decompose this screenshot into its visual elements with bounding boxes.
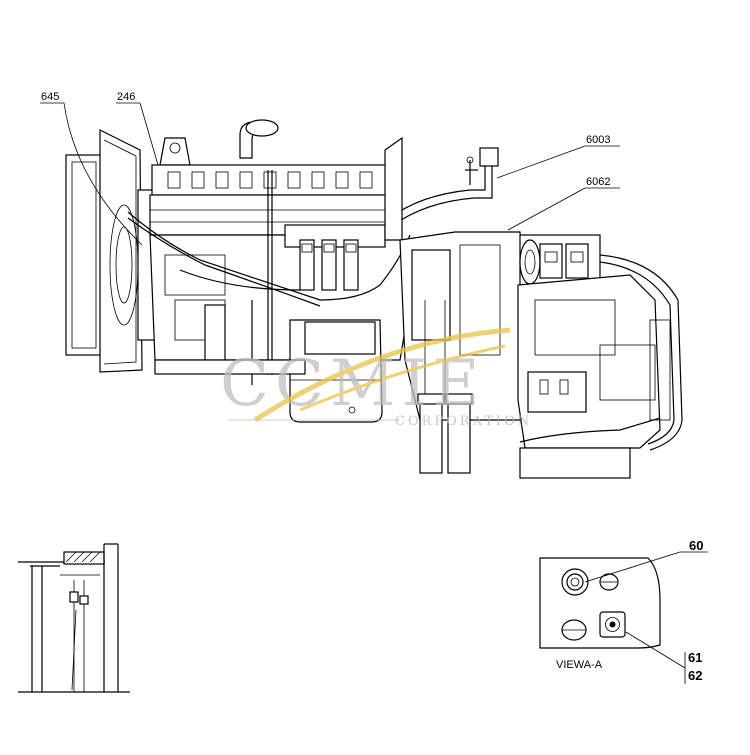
transmission-unit — [517, 234, 683, 479]
callout-label: 6003 — [586, 134, 610, 146]
flywheel-housing — [399, 231, 526, 474]
fuel-filters — [417, 393, 473, 474]
gear-sensor-icon — [599, 611, 626, 638]
callout-label: 645 — [41, 91, 59, 103]
callout-label: 246 — [117, 91, 135, 103]
small-cap-icon — [599, 573, 619, 591]
fuel-cap-icon — [561, 568, 589, 596]
watermark-logo-text: CCMIE — [220, 347, 485, 421]
callout-6003: 6003 — [496, 134, 620, 179]
watermark-logo: CCMIE CORPORATION — [220, 327, 532, 429]
callout-62: 62 — [688, 668, 702, 683]
callout-label: 6062 — [586, 176, 610, 188]
injector-bank — [284, 224, 386, 291]
view-label: VIEWA-A — [556, 659, 603, 671]
drain-plug-icon — [561, 619, 587, 641]
callout-645: 645 — [40, 91, 143, 246]
intake-piping — [384, 136, 499, 241]
detail-view-left — [18, 543, 130, 693]
callout-61: 61 — [688, 650, 702, 665]
callout-60: 60 — [689, 538, 703, 553]
watermark-subtitle: CORPORATION — [395, 414, 532, 429]
radiator-fan-assembly — [65, 129, 157, 373]
callout-246: 246 — [116, 91, 159, 166]
engine-block — [127, 119, 411, 423]
callout-6062: 6062 — [507, 176, 620, 231]
view-a-a: 60 61 62 VIEWA-A — [539, 538, 708, 684]
